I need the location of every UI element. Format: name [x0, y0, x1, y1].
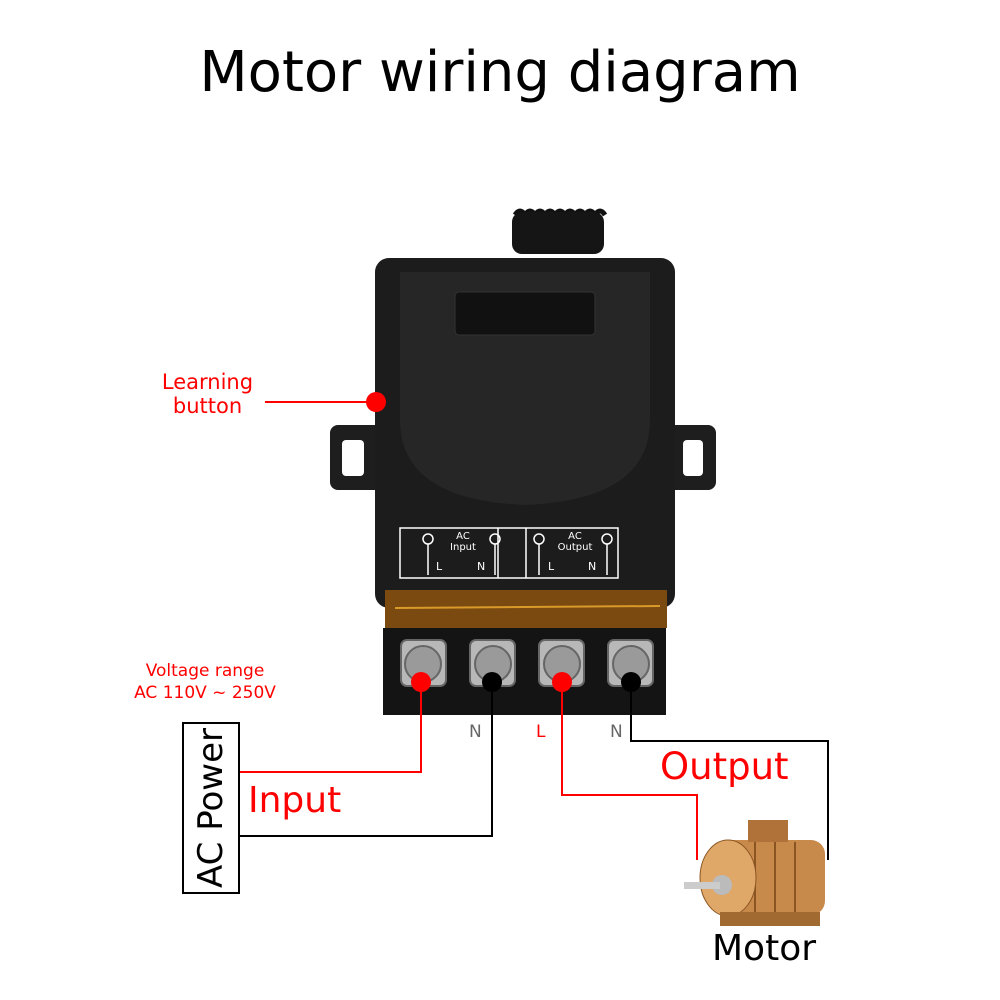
panel-output-text: Output [557, 542, 593, 553]
panel-input-n: N [477, 560, 486, 573]
voltage-range-title: Voltage range [145, 661, 265, 681]
terminal-label-output-l: L [536, 722, 546, 742]
page-title: Motor wiring diagram [199, 40, 801, 105]
voltage-range-value: AC 110V ~ 250V [134, 683, 276, 703]
learning-button-label-line1: Learning [161, 370, 254, 394]
wire-input-live [238, 682, 422, 773]
antenna-coil [512, 208, 608, 254]
panel-output-title: AC Output [546, 531, 604, 553]
motor-illustration [684, 820, 825, 926]
panel-input-text: Input [450, 542, 476, 553]
wire-output-live [561, 682, 698, 860]
panel-output-l: L [548, 560, 555, 573]
panel-input-ac: AC [456, 531, 470, 542]
terminal-label-input-n: N [469, 722, 482, 742]
motor-label: Motor [712, 928, 817, 969]
led-window [454, 291, 596, 336]
terminal-screws [400, 639, 654, 687]
output-wire-label: Output [660, 745, 789, 788]
wire-input-neutral [238, 682, 493, 837]
panel-input-l: L [436, 560, 443, 573]
panel-input-title: AC Input [440, 531, 486, 553]
ac-power-box: AC Power [182, 722, 240, 894]
wires [238, 682, 829, 860]
terminal-label-output-n: N [610, 722, 623, 742]
panel-output-n: N [588, 560, 597, 573]
learning-button-marker [366, 392, 386, 412]
wire-output-neutral [630, 682, 829, 860]
amber-terminal-cover [385, 590, 667, 628]
terminal-label-panel [399, 527, 619, 579]
panel-output-ac: AC [568, 531, 582, 542]
learning-button-label-line2: button [172, 394, 243, 418]
voltage-range-label: Voltage range AC 110V ~ 250V [120, 660, 290, 704]
ac-power-label: AC Power [191, 727, 231, 889]
input-wire-label: Input [248, 780, 342, 821]
learning-button-label: Learning button [140, 370, 275, 418]
